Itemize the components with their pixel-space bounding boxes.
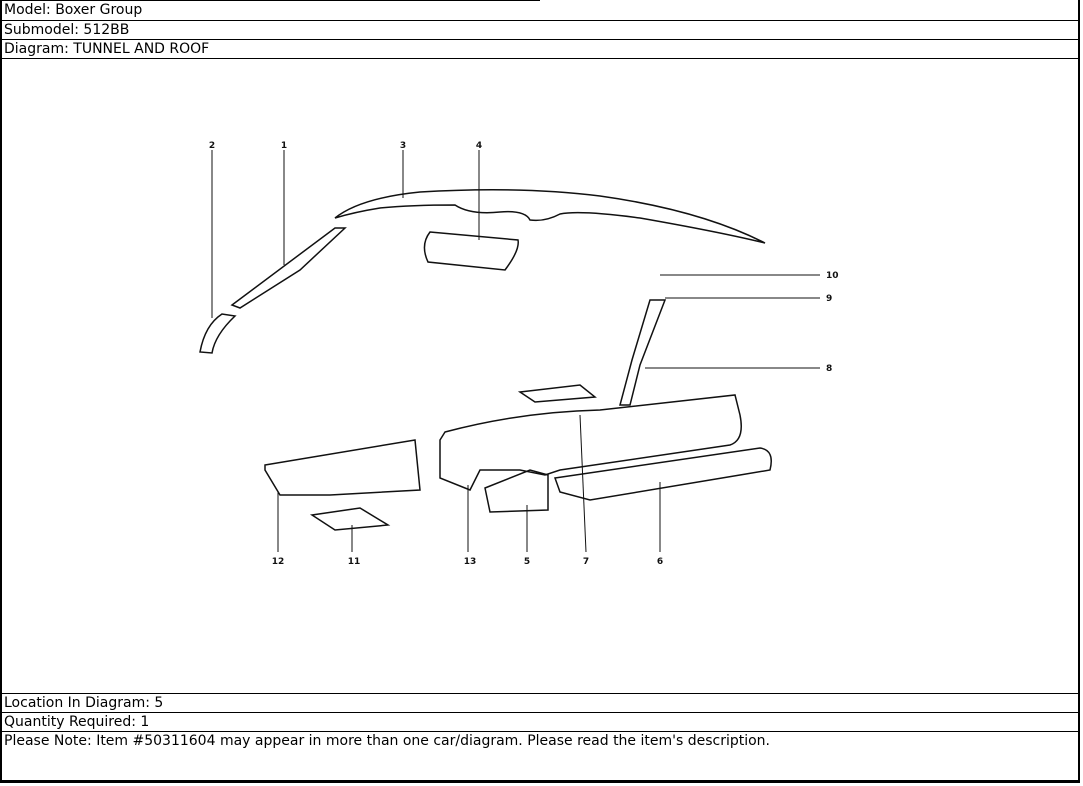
callout-6: 6 bbox=[657, 557, 663, 567]
submodel-row: Submodel: 512BB bbox=[0, 21, 1080, 40]
callout-10: 10 bbox=[826, 271, 839, 281]
callout-9: 9 bbox=[826, 294, 832, 304]
sun-visor bbox=[423, 231, 519, 271]
callout-3: 3 bbox=[400, 141, 406, 151]
callout-1: 1 bbox=[281, 141, 287, 151]
tunnel-cover bbox=[484, 469, 549, 513]
floor-panel bbox=[264, 439, 421, 496]
callout-8: 8 bbox=[826, 364, 832, 374]
quantity-row: Quantity Required: 1 bbox=[0, 713, 1080, 732]
floor-plate bbox=[309, 507, 391, 531]
note-row: Please Note: Item #50311604 may appear i… bbox=[4, 733, 771, 749]
callout-2: 2 bbox=[209, 141, 215, 151]
tunnel bbox=[439, 394, 742, 491]
gas-strut bbox=[619, 299, 667, 406]
sill-panel bbox=[553, 447, 772, 501]
top-border bbox=[0, 0, 540, 1]
callout-11: 11 bbox=[348, 557, 361, 567]
diagram-title-row: Diagram: TUNNEL AND ROOF bbox=[0, 40, 1080, 59]
tunnel-plate bbox=[517, 384, 597, 403]
roof-panel bbox=[334, 189, 766, 244]
pillar-trim bbox=[230, 227, 347, 309]
callout-7: 7 bbox=[583, 557, 589, 567]
callout-4: 4 bbox=[476, 141, 482, 151]
callout-5: 5 bbox=[524, 557, 530, 567]
model-row: Model: Boxer Group bbox=[0, 1, 1080, 21]
parts-diagram: 1 2 3 4 5 6 7 8 9 10 11 12 13 bbox=[199, 141, 839, 567]
callout-13: 13 bbox=[464, 557, 477, 567]
pillar-lower-trim bbox=[199, 313, 237, 354]
location-row: Location In Diagram: 5 bbox=[0, 693, 1080, 713]
callout-12: 12 bbox=[272, 557, 285, 567]
